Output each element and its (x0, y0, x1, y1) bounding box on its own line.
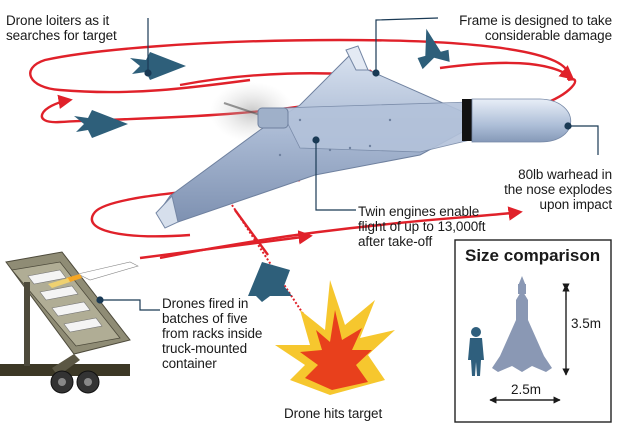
warhead-band (462, 99, 472, 141)
small-drone-icon (130, 52, 186, 80)
drone-silhouette-icon (492, 276, 552, 372)
drone-tail-fin (155, 194, 179, 229)
size-comparison-box (454, 239, 612, 423)
label-engines: Twin engines enable flight of up to 13,0… (358, 204, 486, 249)
label-frame: Frame is designed to take considerable d… (459, 13, 612, 43)
label-launch: Drones fired in batches of five from rac… (162, 296, 263, 371)
drone-nose (471, 98, 572, 143)
label-target: Drone hits target (284, 406, 383, 421)
height-label: 3.5m (571, 316, 602, 331)
dimension-arrows (489, 283, 570, 404)
drone-top-fin (345, 45, 369, 71)
engine-pod (257, 107, 289, 129)
explosion-icon (275, 280, 395, 395)
small-drone-icon (74, 110, 128, 138)
leader-lines (96, 17, 599, 311)
width-label: 2.5m (511, 382, 542, 397)
size-comparison-title: Size comparison (465, 246, 601, 265)
small-drone-icon (248, 262, 292, 302)
main-drone (155, 45, 572, 229)
small-drone-icon (417, 28, 450, 70)
label-warhead: 80lb warhead in the nose explodes upon i… (504, 167, 612, 212)
person-silhouette-icon (468, 327, 484, 376)
drone-fuselage (279, 101, 471, 153)
launcher-truck-icon (0, 251, 139, 394)
label-loiter: Drone loiters as it searches for target (6, 13, 117, 43)
